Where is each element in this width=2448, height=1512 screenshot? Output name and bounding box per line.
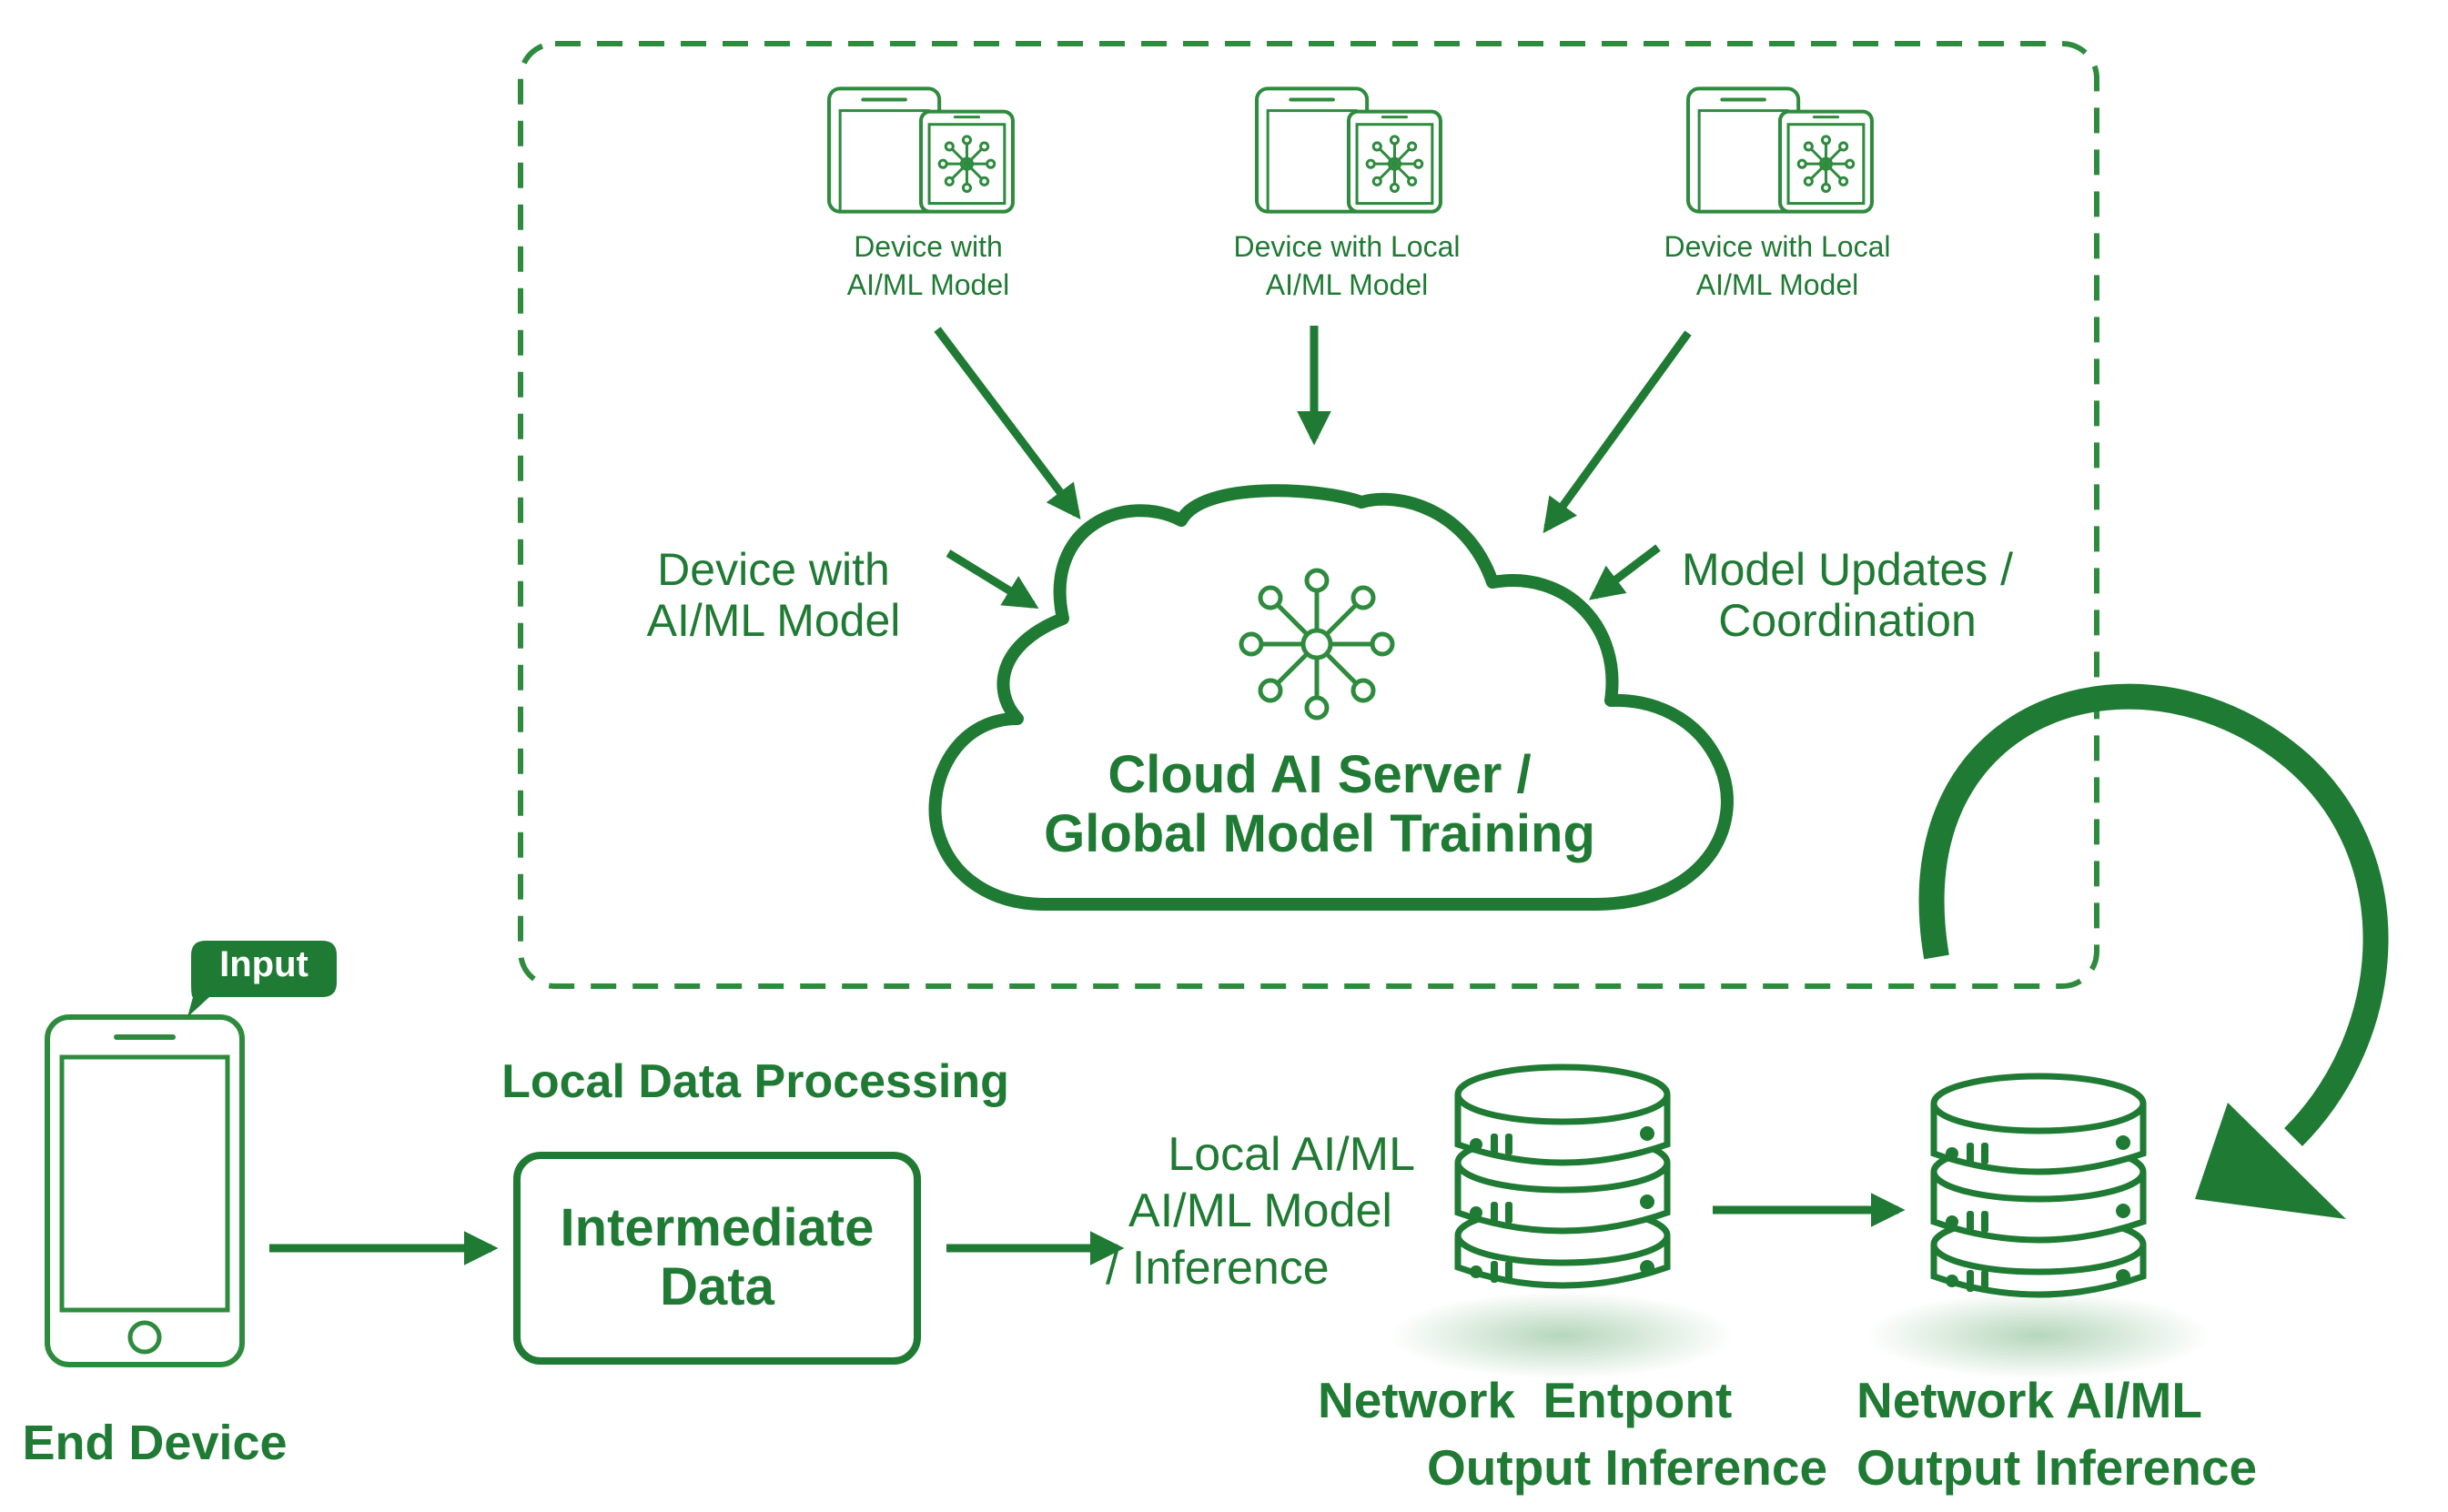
arrow-device1-to-cloud [934, 327, 1081, 520]
top-device-label-3: Device with Local AI/ML Model [1664, 230, 1891, 302]
arrow-right-label-to-cloud [1588, 544, 1661, 600]
phone-tablet-network-icon [829, 88, 1013, 211]
arrow-device3-to-cloud [1543, 330, 1692, 534]
input-bubble-label: Input [219, 944, 309, 984]
smartphone-icon [45, 1014, 245, 1367]
local-processing-title: Local Data Processing [501, 1055, 1009, 1108]
circular-arrow-icon [1918, 683, 2389, 1146]
cloud-shape [928, 484, 1734, 911]
intermediate-data-label: Intermediate Data [560, 1198, 875, 1316]
end-device-label: End Device [22, 1416, 288, 1470]
input-speech-bubble [187, 941, 337, 1017]
database-server-icon [1458, 1067, 1667, 1285]
top-device-label-2: Device with Local AI/ML Model [1233, 230, 1461, 302]
network-hub-icon [1239, 568, 1395, 721]
phone-tablet-network-icon [1257, 88, 1441, 211]
intermediate-data-box [513, 1152, 921, 1365]
arrow-left-label-to-cloud [946, 549, 1039, 609]
network-endpoint-label: Network Entpont Output Inference [1318, 1372, 1828, 1497]
cloud-region-dashed-border [518, 41, 2099, 989]
database-server-icon [1934, 1076, 2143, 1295]
phone-tablet-network-icon [1688, 88, 1872, 211]
local-inference-label: Local AI/ML AI/ML Model / Inference [1106, 1128, 1415, 1295]
top-device-label-1: Device with AI/ML Model [846, 230, 1010, 302]
network-aiml-label: Network AI/ML Output Inference [1856, 1372, 2258, 1497]
model-updates-label: Model Updates / Coordination [1681, 544, 2014, 646]
circular-arrow-head [2195, 1103, 2346, 1219]
left-device-label: Device with AI/ML Model [646, 544, 901, 646]
cloud-server-title: Cloud AI Server / Global Model Training [1044, 745, 1595, 863]
